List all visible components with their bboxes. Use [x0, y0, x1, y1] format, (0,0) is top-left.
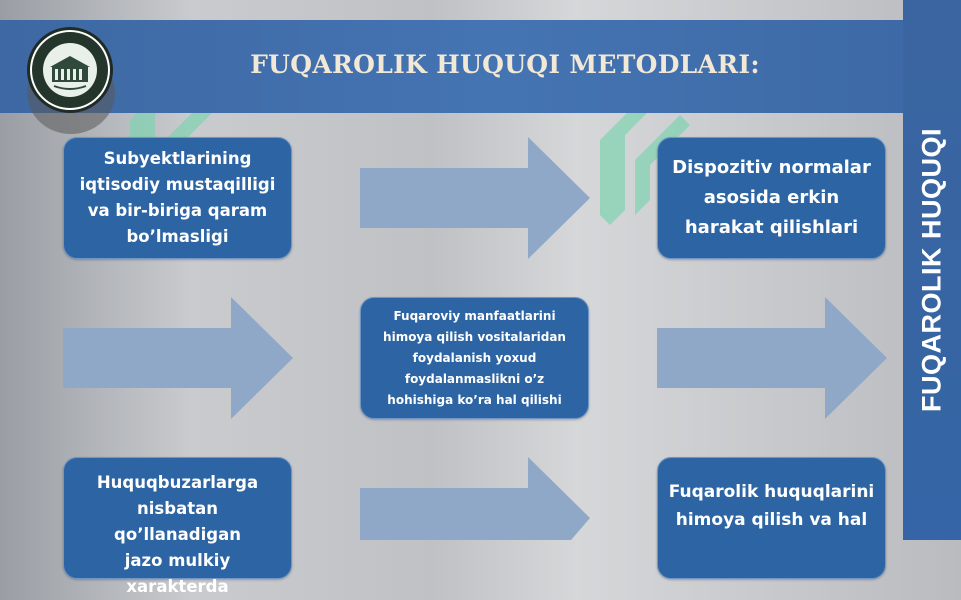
box-dispozitiv-text: Dispozitiv normalar asosida erkin haraka…	[672, 157, 871, 238]
box-dispozitiv: Dispozitiv normalar asosida erkin haraka…	[657, 137, 886, 259]
box-subyekt: Subyektlarining iqtisodiy mustaqilligi v…	[63, 137, 292, 259]
side-label: FUQAROLIK HUQUQI	[916, 128, 947, 412]
box-himoya: Fuqarolik huquqlarini himoya qilish va h…	[657, 457, 886, 579]
box-manfaat-text: Fuqaroviy manfaatlarini himoya qilish vo…	[383, 308, 566, 407]
arrow-right	[360, 457, 590, 540]
box-huquqbuzar: Huquqbuzarlarga nisbatan qo’llanadigan j…	[63, 457, 292, 596]
side-band	[903, 0, 961, 540]
box-subyekt-text: Subyektlarining iqtisodiy mustaqilligi v…	[79, 149, 276, 246]
box-himoya-text: Fuqarolik huquqlarini himoya qilish va h…	[668, 482, 875, 530]
title-band	[0, 20, 903, 113]
slide-title: FUQAROLIK HUQUQI METODLARI:	[250, 50, 760, 79]
arrow-right	[360, 137, 590, 259]
box-huquqbuzar-text: Huquqbuzarlarga nisbatan qo’llanadigan j…	[96, 473, 259, 596]
arrow-right	[63, 297, 293, 419]
box-manfaat: Fuqaroviy manfaatlarini himoya qilish vo…	[360, 297, 589, 419]
university-logo	[27, 27, 113, 113]
arrow-right	[657, 297, 887, 419]
